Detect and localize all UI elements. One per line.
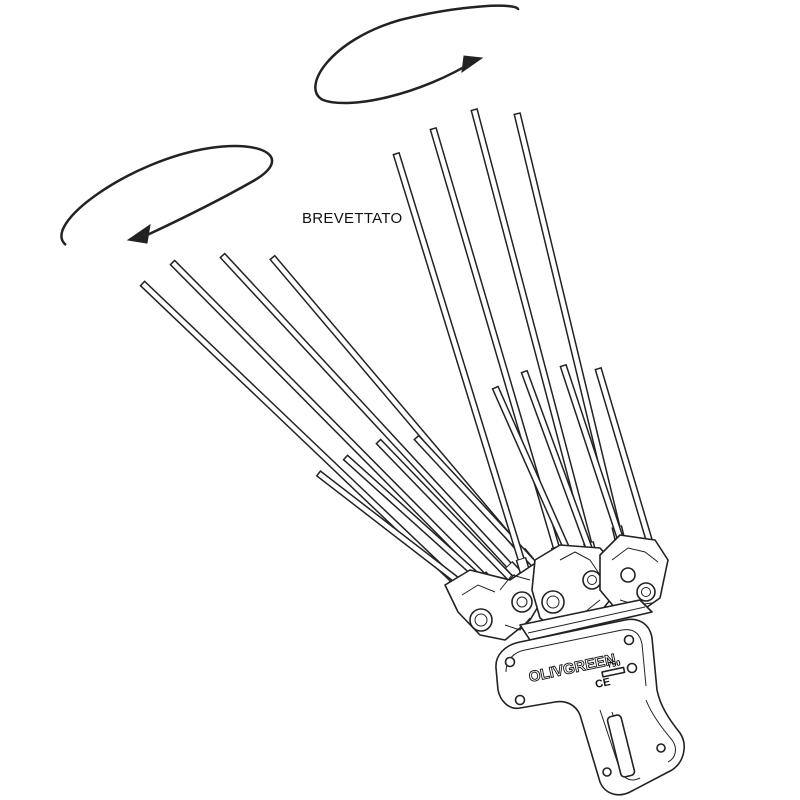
rod-head-mechanism [444,534,669,641]
right-head-block [599,534,669,613]
ce-mark: CE [594,676,611,691]
mechanism-base-plate [519,599,653,641]
model-number: 750 [607,658,622,670]
rotation-arrow-left-icon [60,144,274,246]
right-rod [594,366,661,562]
left-head-block [444,559,549,641]
device-body: OLIVGREEN 750 CE [495,618,685,796]
right-rod-group [392,108,661,593]
left-rod [219,252,523,579]
rotation-arrow-right-icon [314,4,520,105]
left-rod [139,280,466,592]
patent-label: BREVETTATO [302,210,403,227]
